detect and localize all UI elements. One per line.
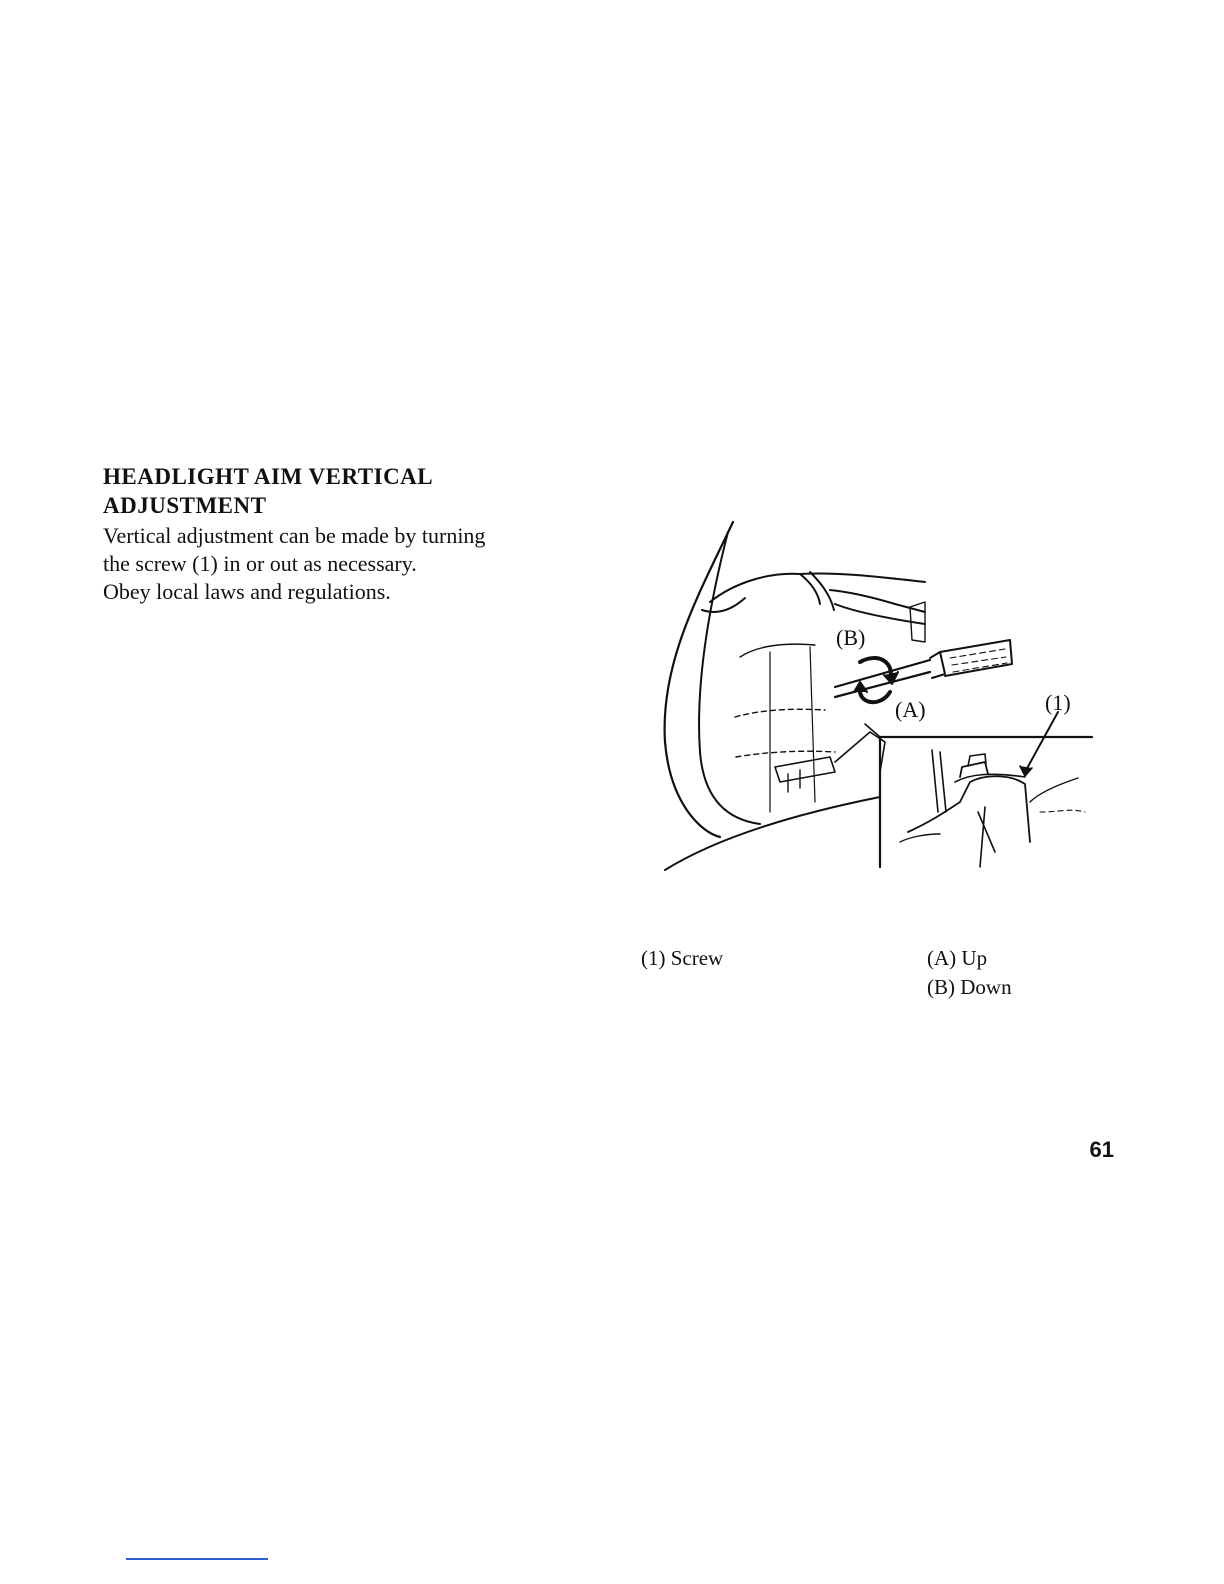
section-title-line-1: HEADLIGHT AIM VERTICAL: [103, 462, 583, 491]
caption-screw: (1) Screw: [641, 944, 723, 973]
headlight-adjustment-illustration: (B) (A) (1): [640, 512, 1100, 882]
section-heading: HEADLIGHT AIM VERTICAL ADJUSTMENT: [103, 462, 583, 520]
section-body: Vertical adjustment can be made by turni…: [103, 522, 603, 606]
callout-a-label: (A): [895, 697, 926, 723]
body-line-2: the screw (1) in or out as necessary.: [103, 550, 603, 578]
body-line-1: Vertical adjustment can be made by turni…: [103, 522, 603, 550]
body-line-3: Obey local laws and regulations.: [103, 578, 603, 606]
callout-b-label: (B): [836, 625, 865, 651]
footer-underline-link[interactable]: [126, 1558, 268, 1560]
page-number: 61: [1062, 1137, 1114, 1163]
callout-screw-label: (1): [1045, 690, 1071, 716]
caption-down: (B) Down: [927, 973, 1012, 1002]
caption-up: (A) Up: [927, 944, 987, 973]
section-title-line-2: ADJUSTMENT: [103, 491, 583, 520]
